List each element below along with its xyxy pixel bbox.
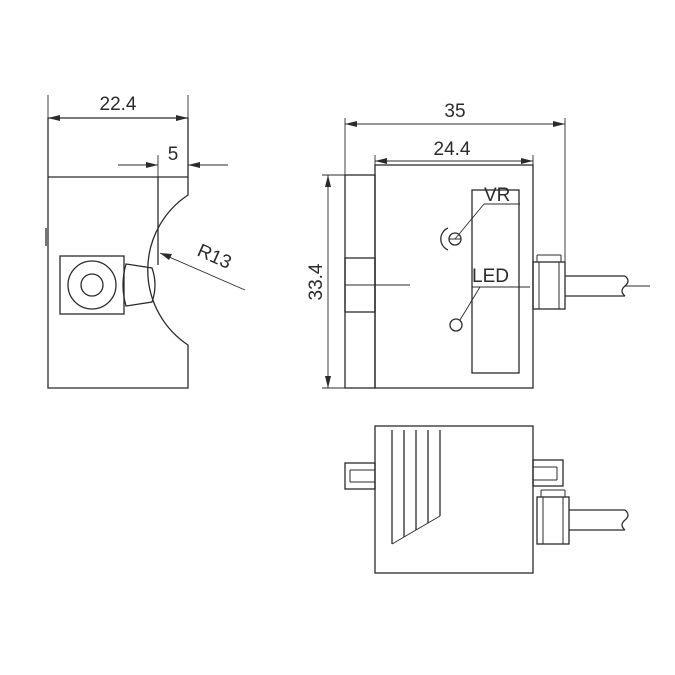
- sensor-lens-inner: [80, 273, 104, 297]
- top-view-cable-gland: [536, 496, 570, 545]
- dim-front-width: 35: [444, 101, 465, 122]
- label-led: LED: [472, 266, 509, 287]
- side-view: 22.4 5 R13: [45, 94, 246, 389]
- top-view-right-tab: [532, 459, 564, 487]
- dim-front-body: 24.4: [434, 139, 471, 160]
- top-view: [344, 425, 629, 574]
- indicator-window: [471, 189, 520, 374]
- vr-adjuster-icon: [440, 227, 462, 251]
- side-view-body-outline: [47, 117, 189, 389]
- radius-leader: [159, 252, 246, 291]
- vr-leader: [454, 203, 485, 240]
- cable-gland: [532, 261, 566, 310]
- cooling-fins: [391, 430, 441, 545]
- label-vr: VR: [484, 185, 510, 206]
- dim-side-radius: R13: [194, 240, 234, 273]
- top-view-body: [374, 425, 534, 574]
- dim-front-height: 33.4: [306, 263, 327, 300]
- sensor-emitter: [122, 263, 156, 307]
- dim-side-slot: 5: [168, 144, 179, 165]
- front-view-bracket: [344, 174, 376, 389]
- led-indicator-icon: [449, 318, 463, 332]
- sensor-lens-outer: [67, 260, 117, 310]
- front-view: VR LED 35 24.4: [306, 101, 650, 389]
- sensor-lens-housing: [59, 255, 125, 315]
- dim-side-width: 22.4: [100, 94, 137, 115]
- top-view-left-tab: [344, 462, 376, 490]
- led-leader: [459, 286, 481, 321]
